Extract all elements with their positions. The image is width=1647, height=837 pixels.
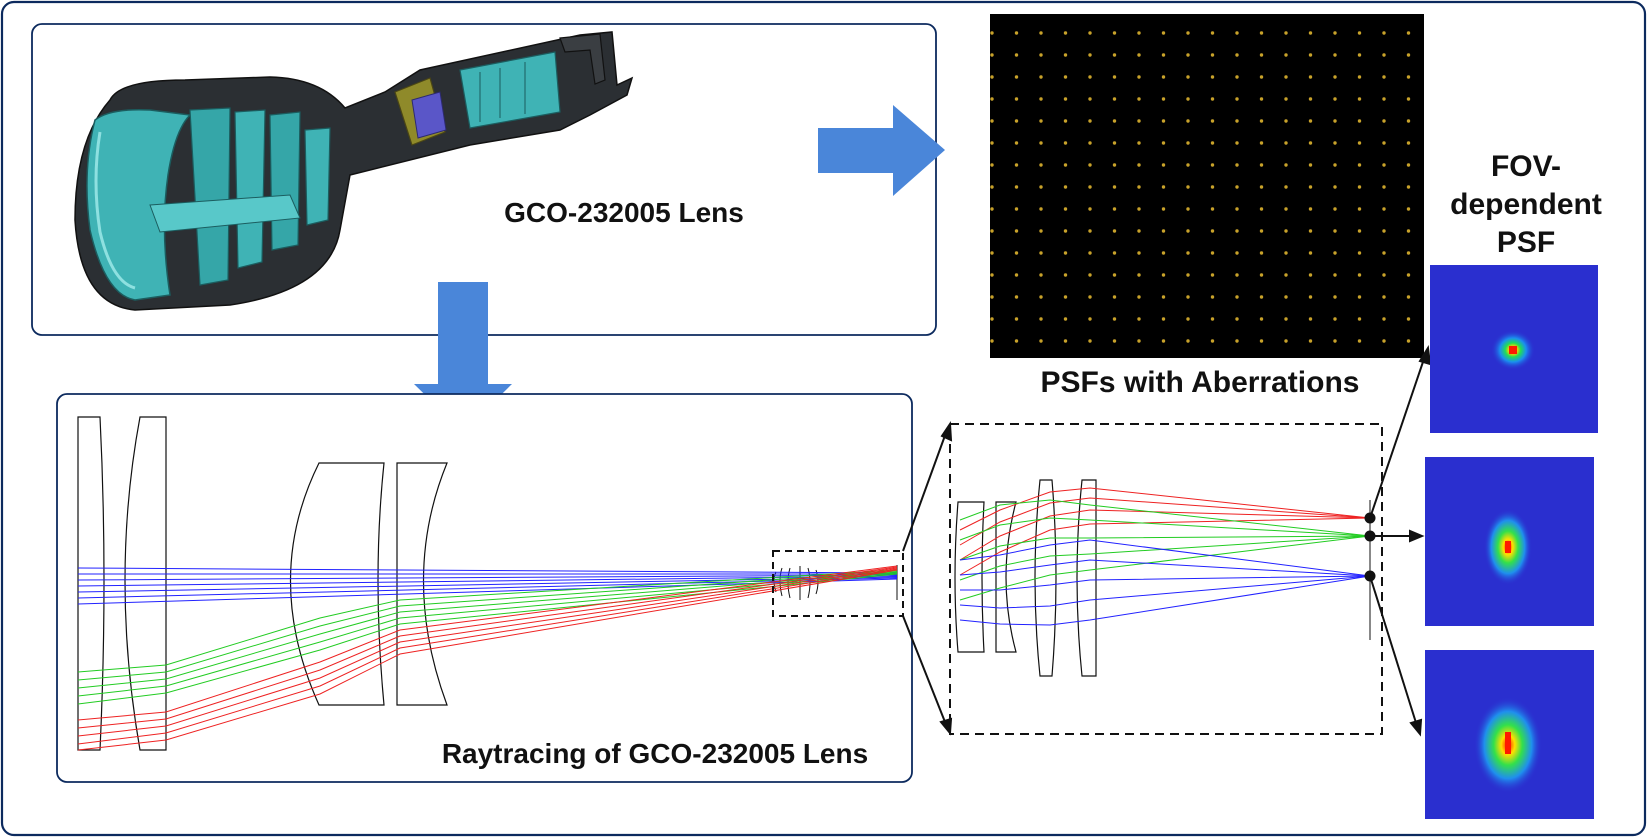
raytracing-diagram — [77, 416, 898, 751]
psf-arrows — [1369, 345, 1432, 737]
raytracing-label: Raytracing of GCO-232005 Lens — [442, 738, 868, 769]
psf-tile-3 — [1425, 650, 1594, 819]
psf-grid-image — [990, 14, 1424, 358]
zoom-detail-rays — [954, 479, 1371, 677]
fov-label-line2: dependent — [1450, 188, 1602, 221]
fov-label-line1: FOV- — [1491, 150, 1561, 183]
arrow-right-icon — [818, 105, 945, 196]
psf-tile-1 — [1430, 265, 1598, 433]
lens-name-label: GCO-232005 Lens — [504, 197, 744, 228]
zoom-connectors — [902, 420, 953, 736]
zoom-detail-box — [949, 423, 1383, 735]
fov-label-line3: PSF — [1497, 226, 1555, 259]
psfs-label: PSFs with Aberrations — [1041, 366, 1360, 399]
lens-illustration — [74, 31, 634, 311]
zoom-source-box — [772, 550, 904, 617]
psf-tile-2 — [1425, 457, 1594, 626]
